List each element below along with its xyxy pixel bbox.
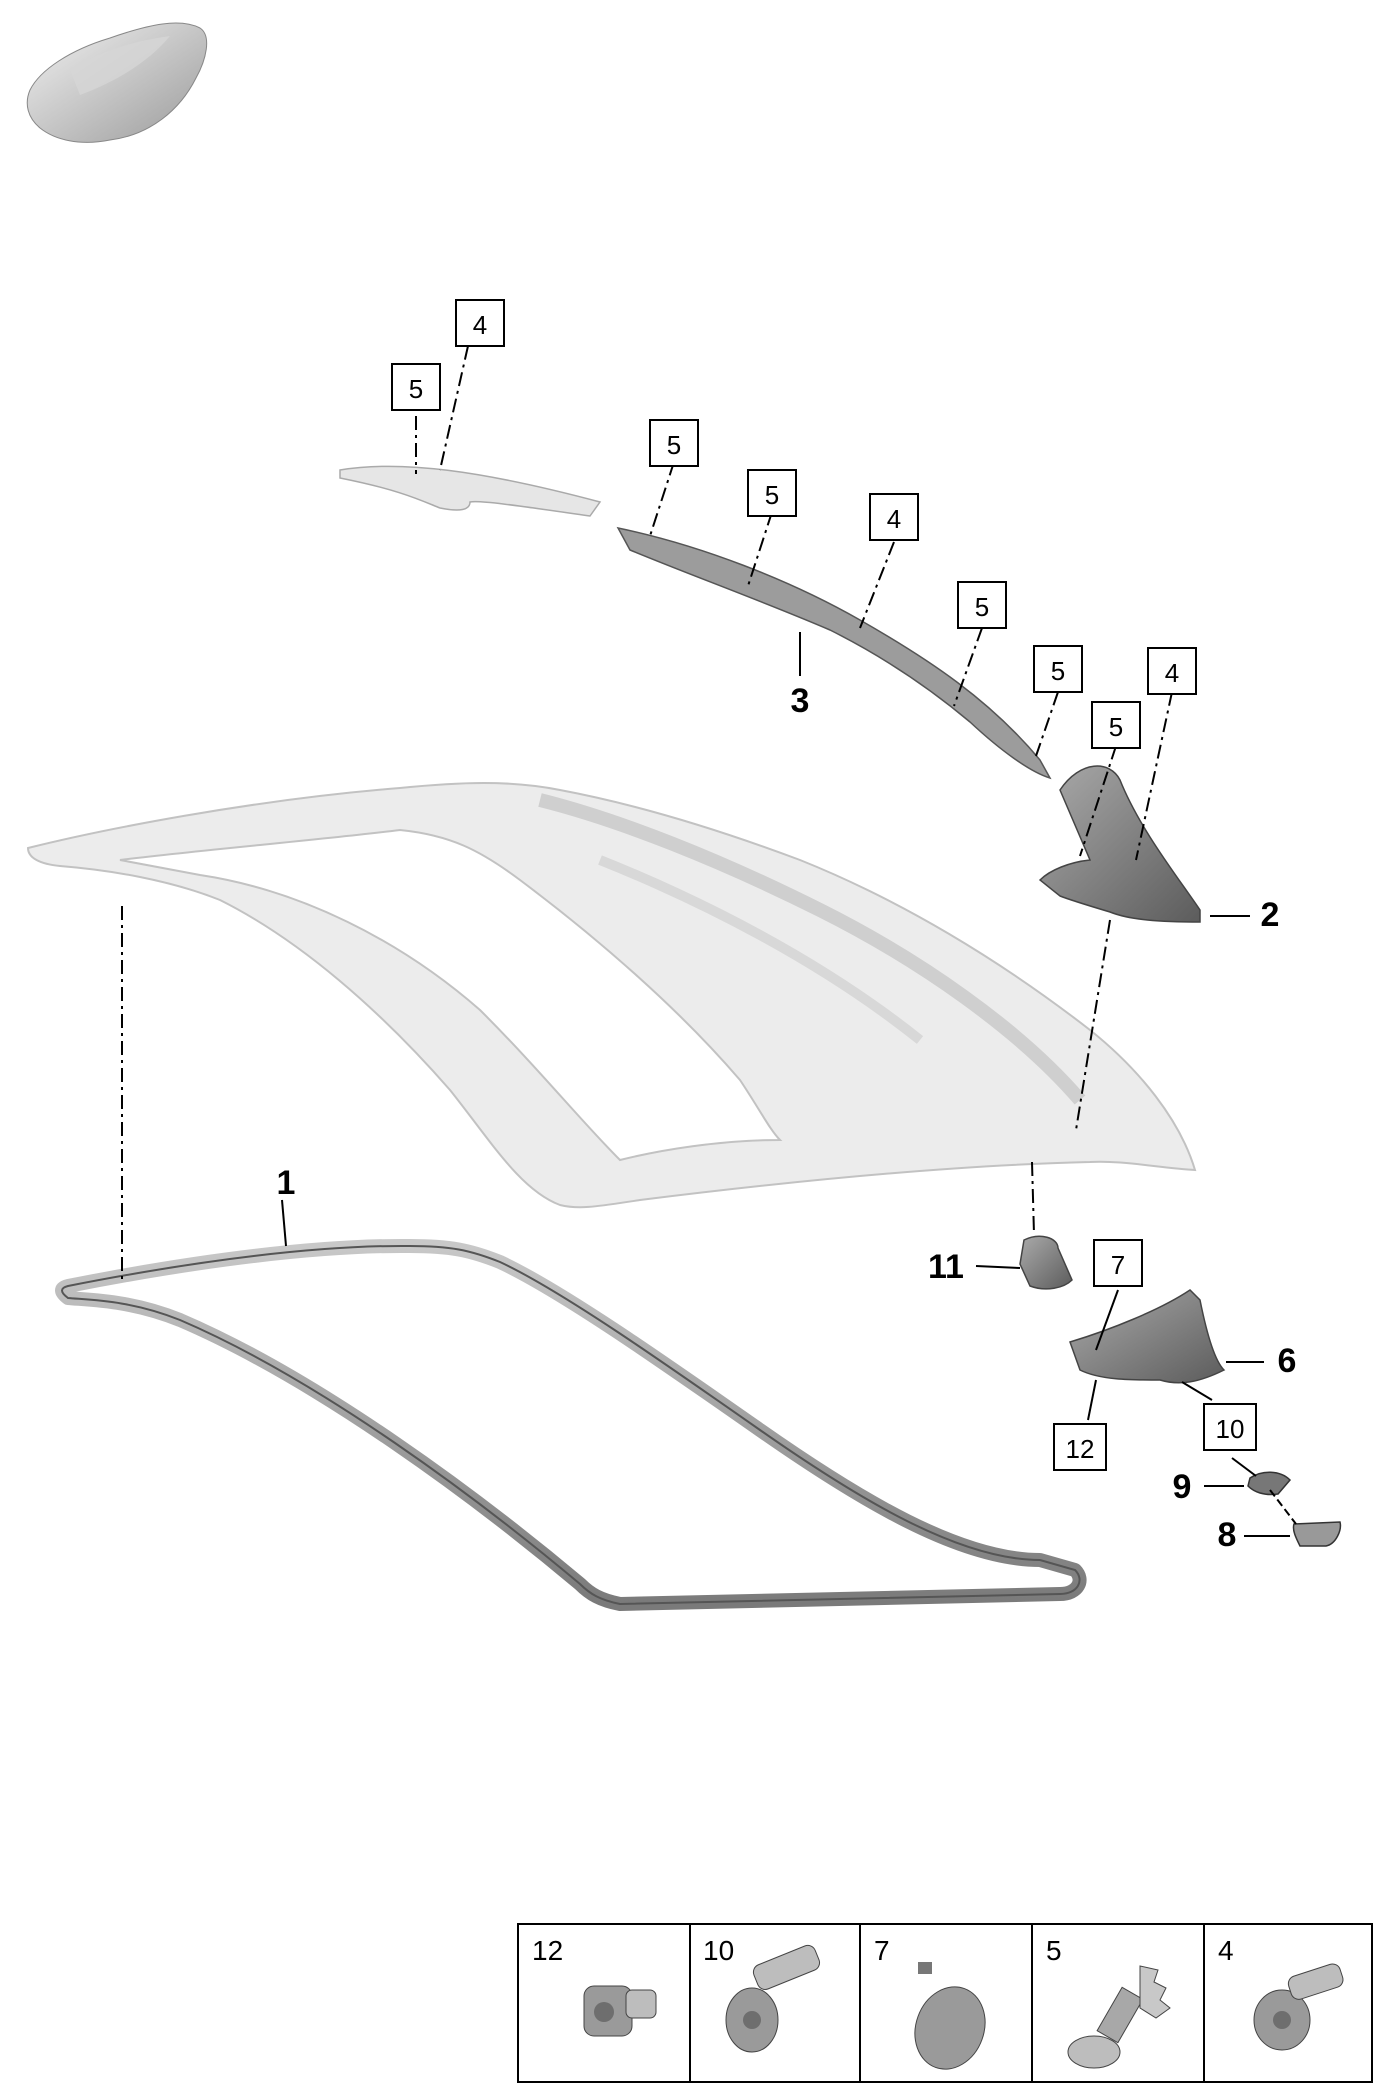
screw-icon [725,1944,821,2053]
callout-11: 11 [928,1248,964,1286]
callout-box: 5 [1091,701,1141,749]
callout-box: 5 [1033,645,1083,693]
legend-cell: 12 [532,1935,657,2037]
svg-text:10: 10 [1216,1414,1245,1444]
screw-icon [1253,1963,1344,2051]
svg-text:4: 4 [473,310,487,340]
svg-text:7: 7 [874,1935,890,1966]
leader-lines [121,345,1297,1537]
svg-text:5: 5 [1051,656,1065,686]
svg-text:4: 4 [1218,1935,1234,1966]
svg-text:5: 5 [667,430,681,460]
svg-text:5: 5 [765,480,779,510]
callout-1: 1 [277,1164,296,1202]
legend-cell: 4 [1218,1935,1344,2051]
callout-box: 5 [391,363,441,411]
svg-text:4: 4 [887,504,901,534]
clip-icon [1067,1965,1171,2069]
svg-text:12: 12 [532,1935,563,1966]
callout-box: 4 [455,299,505,347]
callout-box: 5 [649,419,699,467]
legend-cell: 7 [874,1935,986,2070]
car-thumbnail-icon [26,22,208,143]
cover-8 [1292,1521,1342,1547]
holder-part [1019,1235,1073,1290]
svg-text:7: 7 [1111,1250,1125,1280]
clip-9 [1247,1471,1292,1496]
svg-text:5: 5 [409,374,423,404]
roof-seal [55,1238,1087,1611]
callout-box: 12 [1053,1423,1107,1471]
callout-2: 2 [1261,896,1280,934]
callout-box: 5 [957,581,1007,629]
legend-cell: 10 [703,1935,821,2053]
svg-text:4: 4 [1165,658,1179,688]
callout-9: 9 [1173,1468,1192,1506]
roof-panel [26,782,1197,1209]
callout-3: 3 [791,682,810,720]
corner-bracket [1038,765,1201,923]
svg-text:10: 10 [703,1935,734,1966]
callout-box: 10 [1203,1403,1257,1451]
side-bracket [1069,1289,1226,1384]
parts-legend: 12 10 7 5 [517,1923,1373,2083]
svg-text:12: 12 [1066,1434,1095,1464]
cap-icon [914,1962,986,2070]
bolt-icon [583,1985,657,2037]
svg-text:5: 5 [1109,712,1123,742]
boxed-callouts: 4 5 5 5 4 5 5 4 5 7 10 12 [391,299,1257,1471]
callout-box: 5 [747,469,797,517]
svg-text:5: 5 [975,592,989,622]
callout-box: 4 [1147,647,1197,695]
legend-cell: 5 [1046,1935,1171,2069]
bold-callouts: 1 2 3 6 8 9 11 [277,682,1297,1554]
callout-6: 6 [1278,1342,1297,1380]
callout-box: 4 [869,493,919,541]
trim-strip [616,526,1052,780]
trim-left [339,465,602,517]
callout-8: 8 [1218,1516,1237,1554]
svg-text:5: 5 [1046,1935,1062,1966]
callout-box: 7 [1093,1239,1143,1287]
